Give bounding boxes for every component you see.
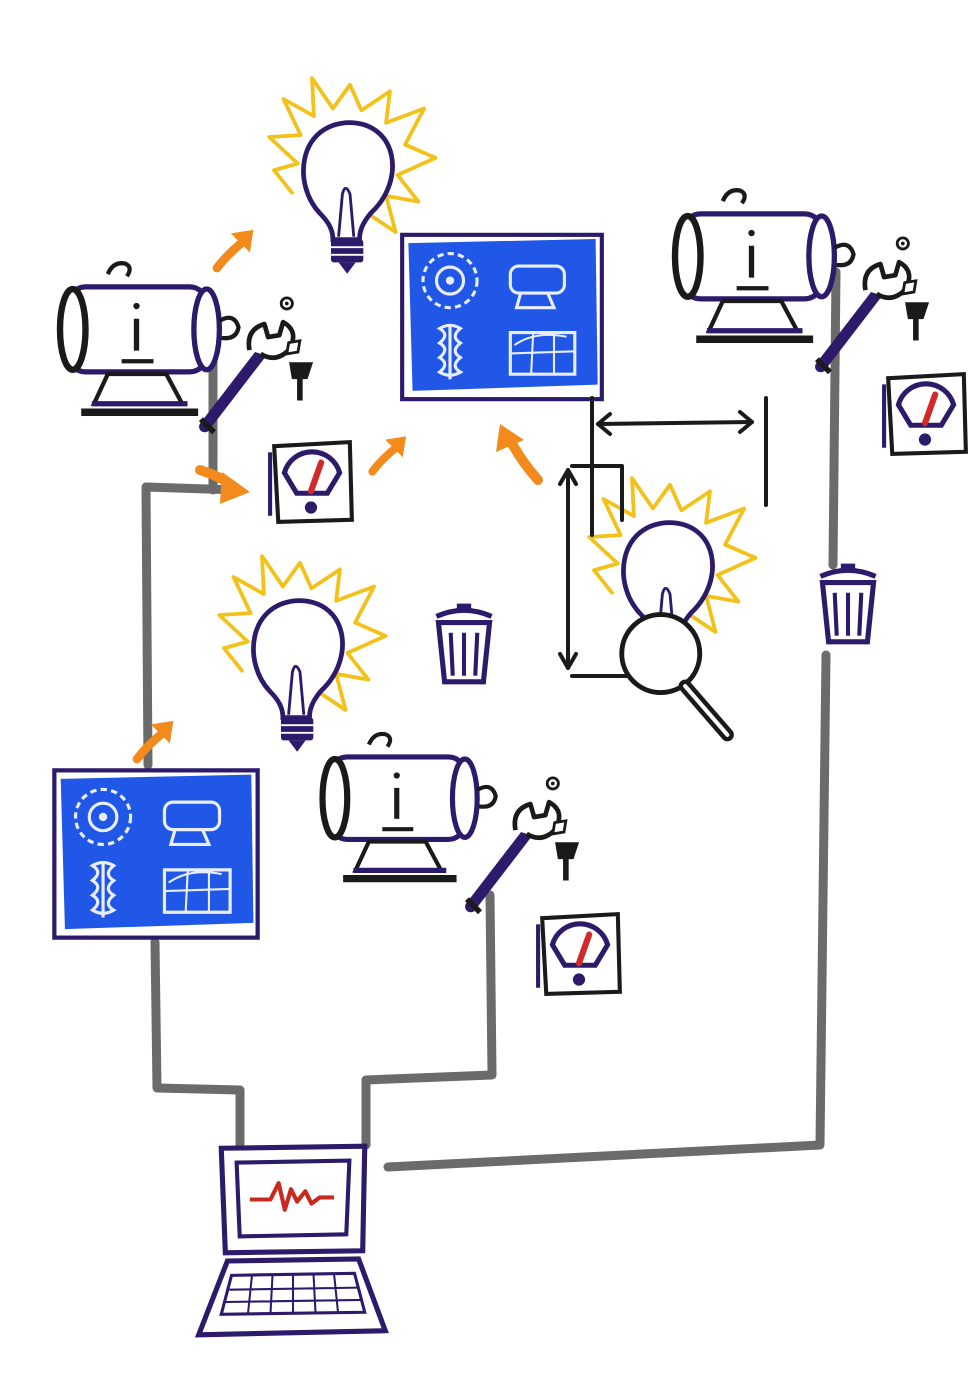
connector-line <box>141 482 243 770</box>
connector-line <box>828 267 841 570</box>
blueprint-icon <box>54 770 257 937</box>
wrench-icon <box>467 778 575 912</box>
connector-line <box>361 890 497 1150</box>
laptop-icon <box>199 1146 386 1335</box>
arrow-icon <box>217 230 253 268</box>
motor-icon <box>675 190 854 339</box>
arrow-icon <box>195 465 250 504</box>
trash-icon <box>436 606 491 682</box>
connector-line <box>383 650 831 1172</box>
motor-icon <box>323 734 496 879</box>
gauge-icon <box>884 374 966 454</box>
dimension-arrows-icon <box>558 396 768 678</box>
trash-icon <box>820 566 875 642</box>
blueprint-icon <box>402 235 602 399</box>
gauge-icon <box>270 442 352 522</box>
arrow-icon <box>496 424 543 485</box>
connector-line <box>150 937 245 1150</box>
arrow-icon <box>372 436 406 471</box>
connector-network <box>141 267 841 1172</box>
arrow-icon <box>137 721 173 759</box>
magnifying-glass-icon <box>622 615 728 735</box>
lightbulb-icon <box>219 556 385 752</box>
gauge-icon <box>538 914 620 994</box>
